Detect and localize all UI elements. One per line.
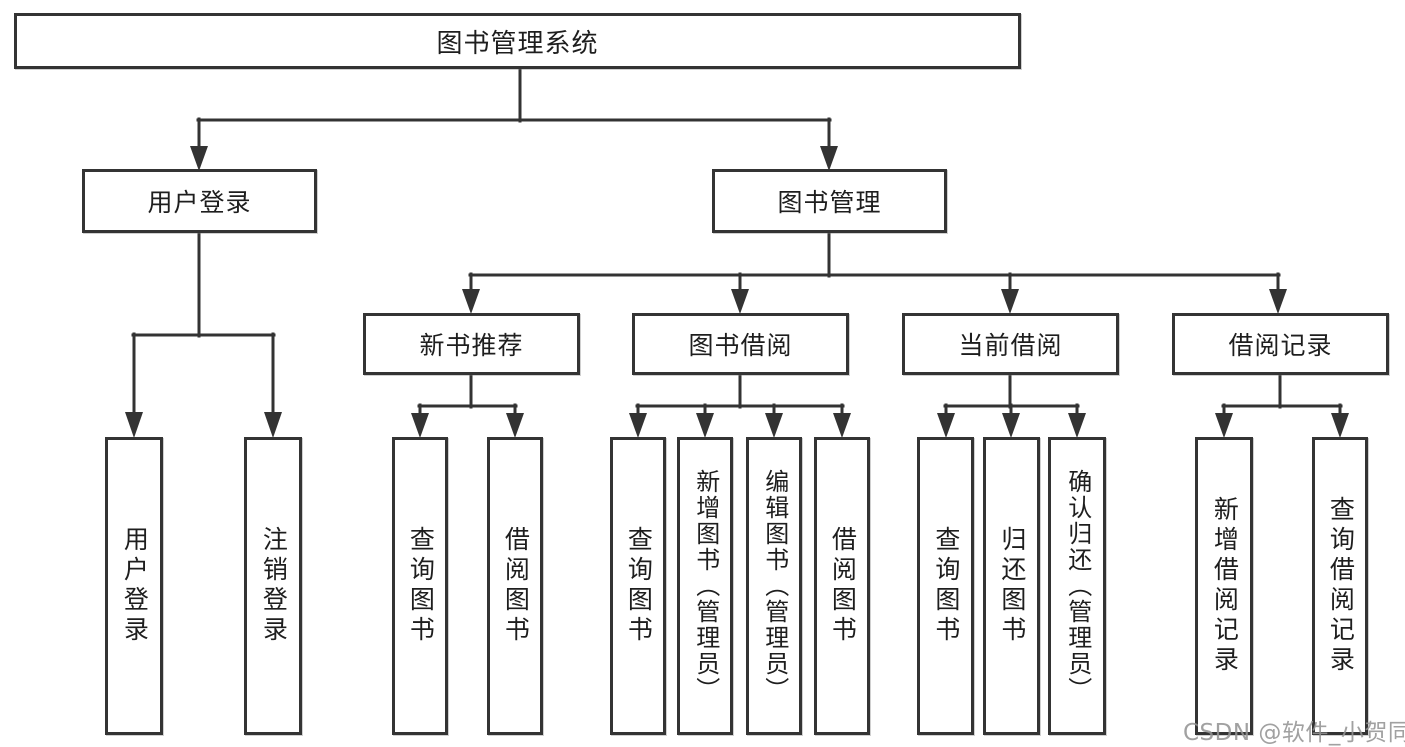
node-label: 借阅图书 [501, 526, 531, 646]
node-leaf-edit-books-admin: 编辑图书（管理员） [746, 437, 802, 735]
node-label: 用户登录 [147, 188, 252, 217]
node-borrowing-records: 借阅记录 [1172, 313, 1389, 375]
node-leaf-add-borrow-record: 新增借阅记录 [1195, 437, 1253, 735]
node-leaf-logout: 注销登录 [244, 437, 302, 735]
node-new-book-recommend: 新书推荐 [363, 313, 580, 375]
node-current-borrowing: 当前借阅 [902, 313, 1119, 375]
node-leaf-query-borrow-record: 查询借阅记录 [1312, 437, 1368, 735]
node-label: 编辑图书（管理员） [760, 469, 789, 703]
node-label: 查询图书 [931, 526, 961, 646]
node-library-management-system: 图书管理系统 [14, 13, 1021, 69]
node-leaf-confirm-return-admin: 确认归还（管理员） [1048, 437, 1106, 735]
node-label: 用户登录 [120, 526, 150, 646]
node-label: 借阅记录 [1228, 331, 1333, 360]
node-label: 新增图书（管理员） [691, 469, 720, 703]
node-leaf-borrow-books-recommend: 借阅图书 [487, 437, 543, 735]
node-leaf-return-books: 归还图书 [983, 437, 1040, 735]
node-label: 图书借阅 [688, 331, 793, 360]
node-label: 当前借阅 [958, 331, 1063, 360]
node-label: 注销登录 [259, 526, 289, 646]
node-label: 查询图书 [406, 526, 436, 646]
node-label: 新增借阅记录 [1210, 496, 1240, 676]
node-label: 查询借阅记录 [1326, 496, 1356, 676]
node-label: 图书管理系统 [436, 28, 599, 59]
node-leaf-user-login: 用户登录 [105, 437, 163, 735]
node-leaf-borrow-books: 借阅图书 [814, 437, 870, 735]
node-label: 新书推荐 [419, 331, 524, 360]
node-label: 查询图书 [624, 526, 654, 646]
node-leaf-add-books-admin: 新增图书（管理员） [677, 437, 733, 735]
node-label: 借阅图书 [828, 526, 858, 646]
node-leaf-query-books-borrowing: 查询图书 [610, 437, 666, 735]
node-book-borrowing: 图书借阅 [632, 313, 849, 375]
node-leaf-query-books-current: 查询图书 [917, 437, 974, 735]
node-label: 图书管理 [777, 188, 882, 217]
csdn-watermark: CSDN @软件_小贺同学 [1183, 720, 1405, 746]
node-label: 归还图书 [997, 526, 1027, 646]
node-book-management: 图书管理 [712, 169, 947, 233]
node-label: 确认归还（管理员） [1063, 469, 1092, 703]
node-leaf-query-books-recommend: 查询图书 [392, 437, 448, 735]
node-user-login: 用户登录 [82, 169, 317, 233]
